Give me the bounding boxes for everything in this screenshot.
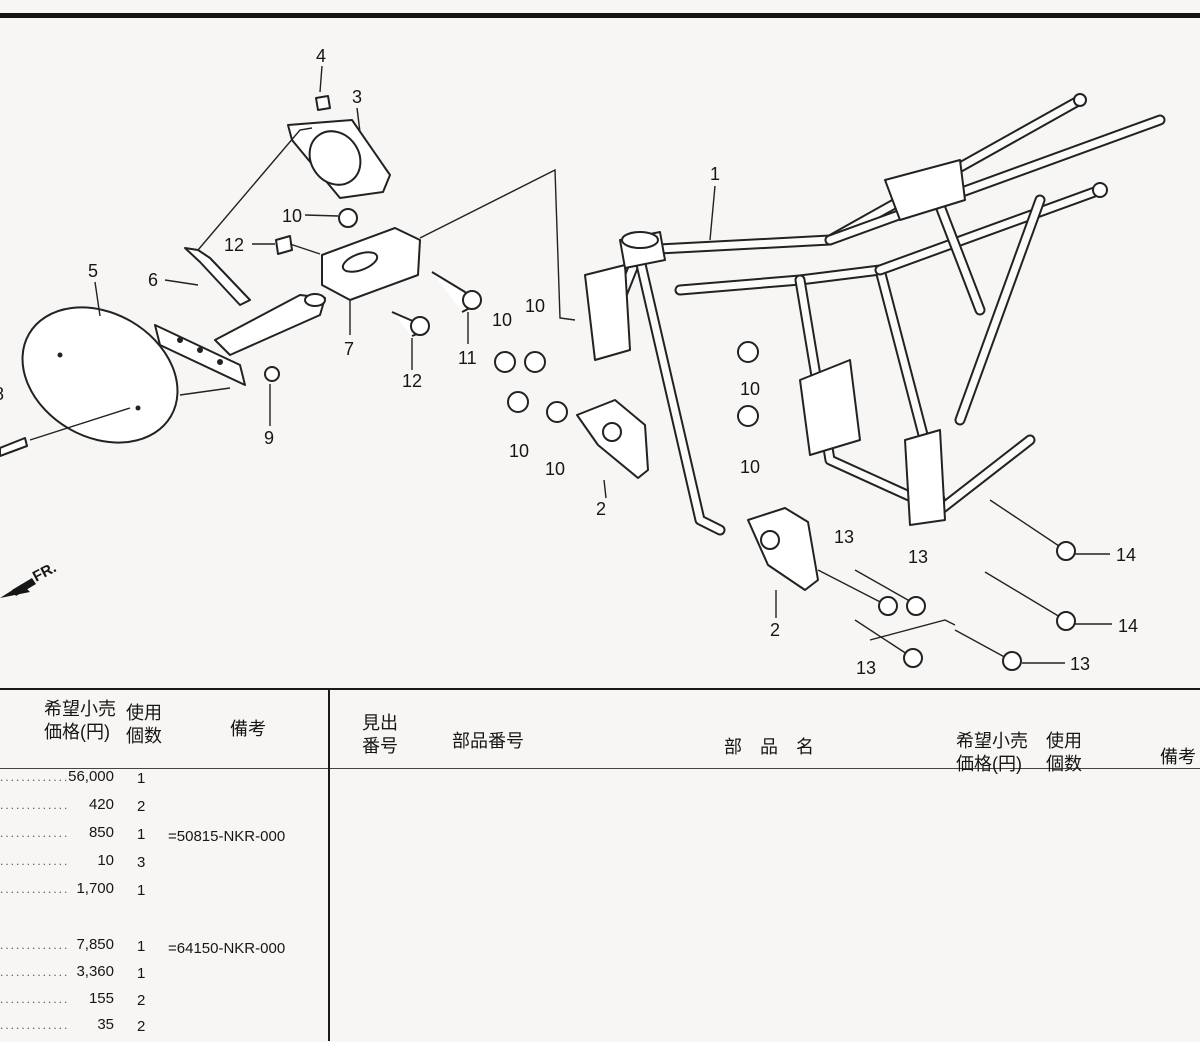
- quantity: 2: [137, 992, 146, 1009]
- callout-13: 13: [856, 658, 876, 678]
- leader-dots: ..........................: [0, 938, 68, 952]
- table-row: .......................... 7,850 1 =6415…: [0, 936, 328, 962]
- leader-dots: ..........................: [0, 992, 68, 1006]
- quantity: 1: [137, 770, 146, 787]
- retail-price: 56,000: [68, 768, 114, 785]
- top-border-rule: [0, 13, 1200, 18]
- retail-price: 155: [88, 990, 114, 1007]
- callout-12: 12: [224, 235, 244, 255]
- callout-4: 4: [316, 46, 326, 66]
- table-header-rule-left: [0, 768, 328, 769]
- table-row: .......................... 850 1 =50815-…: [0, 824, 328, 850]
- retail-price: 3,360: [76, 963, 114, 980]
- header-part-number: 部品番号: [452, 731, 524, 751]
- header-remarks: 備考: [230, 719, 266, 739]
- main-frame-drawing: [584, 93, 1166, 536]
- callout-8: 8: [0, 384, 4, 404]
- leader-dots: ..........................: [0, 882, 68, 896]
- callout-1: 1: [710, 164, 720, 184]
- callout-10: 10: [492, 310, 512, 330]
- quantity: 1: [137, 938, 146, 955]
- frame-parts-diagram: FR. 1 2 2 3 4 5 6 7 8 9 10 10 10 10 10 1…: [0, 46, 1166, 678]
- header-quantity: 使用 個数: [126, 703, 162, 746]
- leader-lines: [29, 65, 1112, 664]
- remark: =64150-NKR-000: [168, 940, 286, 957]
- hardware-drawing: [275, 208, 1076, 671]
- quantity: 3: [137, 854, 146, 871]
- leader-dots: ..........................: [0, 965, 68, 979]
- header-quantity: 使用 個数: [1046, 731, 1082, 774]
- callout-6: 6: [148, 270, 158, 290]
- table-column-divider: [328, 688, 330, 1041]
- leader-dots: ..........................: [0, 826, 68, 840]
- leader-dots: ..........................: [0, 798, 68, 812]
- retail-price: 35: [97, 1016, 114, 1033]
- header-remarks: 備考: [1160, 747, 1196, 767]
- quantity: 1: [137, 826, 146, 843]
- table-row: .......................... 1,700 1: [0, 880, 328, 906]
- callout-2: 2: [770, 620, 780, 640]
- callout-14: 14: [1116, 545, 1136, 565]
- callout-5: 5: [88, 261, 98, 281]
- callout-2: 2: [596, 499, 606, 519]
- retail-price: 10: [97, 852, 114, 869]
- callout-12: 12: [402, 371, 422, 391]
- callout-10: 10: [545, 459, 565, 479]
- callout-14: 14: [1118, 616, 1138, 636]
- callout-10: 10: [525, 296, 545, 316]
- retail-price: 850: [88, 824, 114, 841]
- callout-labels: 1 2 2 3 4 5 6 7 8 9 10 10 10 10 10 10 10…: [0, 46, 1138, 678]
- leader-dots: ..........................: [0, 1018, 68, 1032]
- quantity: 2: [137, 1018, 146, 1035]
- callout-10: 10: [509, 441, 529, 461]
- retail-price: 1,700: [76, 880, 114, 897]
- callout-13: 13: [1070, 654, 1090, 674]
- callout-11: 11: [458, 348, 477, 368]
- rear-fender-assembly-drawing: [0, 95, 421, 457]
- header-reference-number: 見出 番号: [362, 713, 398, 756]
- table-top-rule: [0, 688, 1200, 690]
- front-direction-arrow: FR.: [0, 559, 59, 598]
- table-row: .......................... 56,000 1: [0, 768, 328, 794]
- callout-13: 13: [908, 547, 928, 567]
- retail-price: 420: [88, 796, 114, 813]
- remark: =50815-NKR-000: [168, 828, 286, 845]
- callout-10: 10: [282, 206, 302, 226]
- retail-price: 7,850: [76, 936, 114, 953]
- header-part-name: 部 品 名: [724, 737, 814, 757]
- callout-9: 9: [264, 428, 274, 448]
- quantity: 1: [137, 882, 146, 899]
- table-row: .......................... 10 3: [0, 852, 328, 878]
- table-row: .......................... 420 2: [0, 796, 328, 822]
- callout-7: 7: [344, 339, 354, 359]
- table-header-rule-right: [330, 768, 1200, 769]
- header-retail-price: 希望小売 価格(円): [44, 699, 116, 742]
- quantity: 1: [137, 965, 146, 982]
- table-row: .......................... 35 2: [0, 1016, 328, 1042]
- callout-13: 13: [834, 527, 854, 547]
- callout-10: 10: [740, 379, 760, 399]
- leader-dots: ..........................: [0, 854, 68, 868]
- header-retail-price: 希望小売 価格(円): [956, 731, 1028, 774]
- table-row: .......................... 155 2: [0, 990, 328, 1016]
- callout-3: 3: [352, 87, 362, 107]
- callout-10: 10: [740, 457, 760, 477]
- table-row: .......................... 3,360 1: [0, 963, 328, 989]
- quantity: 2: [137, 798, 146, 815]
- leader-dots: ..........................: [0, 770, 68, 784]
